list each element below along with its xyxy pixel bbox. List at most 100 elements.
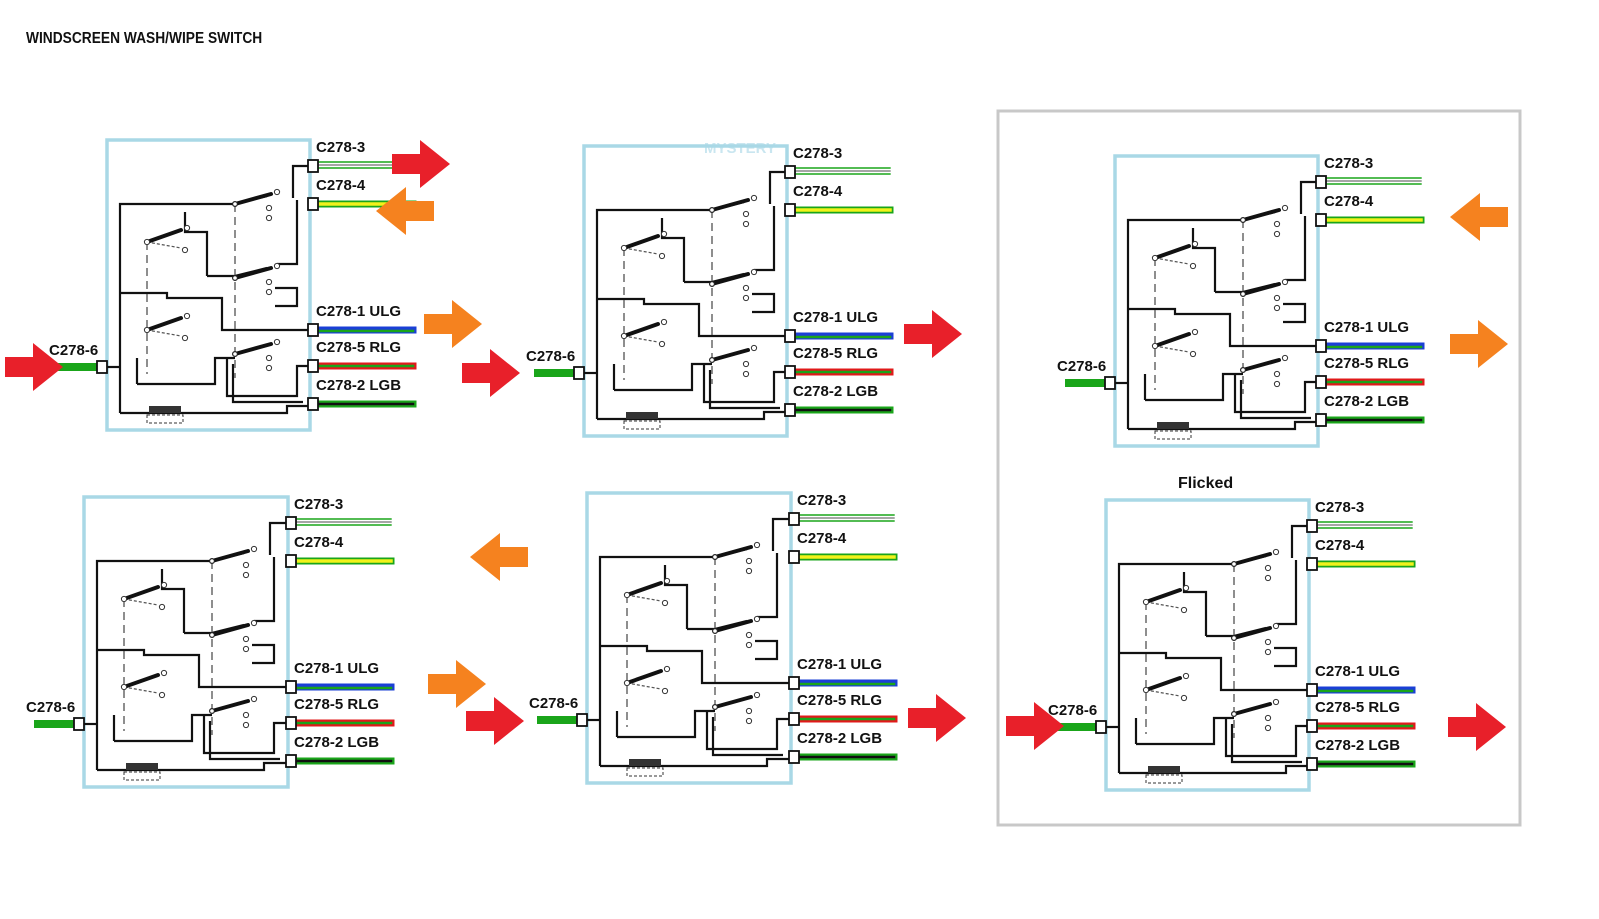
circuit-trace xyxy=(137,356,235,386)
switch-contact-lower xyxy=(711,691,761,725)
switch-contact-middle xyxy=(232,262,281,296)
circuit-trace xyxy=(120,404,317,415)
contact-dot xyxy=(181,246,189,254)
cam-switch xyxy=(1142,672,1190,702)
contact-dot xyxy=(181,334,189,342)
contact-dot xyxy=(1281,204,1289,212)
contact-dot xyxy=(250,545,258,553)
contact-dot xyxy=(745,631,753,639)
contact-dot xyxy=(1191,240,1199,248)
switch-lever xyxy=(210,549,250,563)
contact-dot xyxy=(750,194,758,202)
connector-label: C278-6 xyxy=(1048,702,1097,719)
connector-pin xyxy=(788,512,800,526)
connector-label: C278-4 xyxy=(294,534,344,551)
connector-label: C278-1 ULG xyxy=(797,656,882,673)
circuit-trace xyxy=(1233,374,1324,414)
connector-pin xyxy=(307,397,319,411)
contact-dot xyxy=(242,635,250,643)
cam-lever xyxy=(1144,588,1182,604)
connector-pin xyxy=(96,360,108,374)
circuit-trace xyxy=(1182,572,1208,636)
contact-dot xyxy=(745,717,753,725)
connector-label: C278-3 xyxy=(316,139,365,156)
connector-label: C278-1 ULG xyxy=(793,309,878,326)
contact-dot xyxy=(745,707,753,715)
cam-switch xyxy=(120,581,168,611)
connector-pin xyxy=(285,716,297,730)
connector-pin xyxy=(1306,683,1318,697)
contact-dot xyxy=(242,571,250,579)
connector-pin xyxy=(307,197,319,211)
connector-pin xyxy=(788,712,800,726)
mystery-watermark: MYSTERY xyxy=(704,140,776,157)
contact-dot xyxy=(1273,220,1281,228)
circuit-trace xyxy=(120,291,235,332)
connector-label: C278-2 LGB xyxy=(1324,393,1409,410)
switch-lever xyxy=(1241,208,1281,222)
contact-dot xyxy=(742,210,750,218)
resistor-element xyxy=(626,412,658,419)
circuit-trace xyxy=(617,709,715,739)
connector-pin xyxy=(784,365,796,379)
contact-dot xyxy=(250,695,258,703)
contact-dot xyxy=(742,284,750,292)
cam-switch xyxy=(623,577,671,607)
contact-dot xyxy=(1142,598,1150,606)
circuit-trace xyxy=(1128,307,1243,348)
circuit-trace xyxy=(663,565,689,629)
contact-dot xyxy=(1272,698,1280,706)
pivot-dot xyxy=(708,357,715,364)
contact-dot xyxy=(183,312,191,320)
flow-arrow-red xyxy=(466,697,524,745)
resistor-element xyxy=(149,406,181,413)
flow-arrow-orange xyxy=(424,300,482,348)
pivot-dot xyxy=(711,703,718,710)
resistor-outline xyxy=(123,771,161,781)
connector-label: C278-5 RLG xyxy=(797,692,882,709)
contact-dot xyxy=(750,268,758,276)
connector-label: C278-3 xyxy=(793,145,842,162)
pivot-dot xyxy=(1230,560,1237,567)
pivot-dot xyxy=(708,207,715,214)
flow-arrow-red xyxy=(904,310,962,358)
switch-housing-box xyxy=(1104,498,1311,792)
contact-dot xyxy=(1182,584,1190,592)
resistor-outline xyxy=(1145,774,1183,784)
switch-housing-box xyxy=(82,495,290,789)
contact-dot xyxy=(265,288,273,296)
cam-spring xyxy=(1145,689,1181,697)
connector-pin xyxy=(285,680,297,694)
cam-switch xyxy=(623,665,671,695)
connector-pin xyxy=(784,165,796,179)
pivot-dot xyxy=(708,281,715,288)
resistor-element xyxy=(1148,766,1180,773)
resistor-element xyxy=(1157,422,1189,429)
contact-dot xyxy=(1189,350,1197,358)
contact-dot xyxy=(742,360,750,368)
connector-label: C278-3 xyxy=(294,496,343,513)
flow-arrow-red xyxy=(908,694,966,742)
connector-label: C278-6 xyxy=(26,699,75,716)
contact-dot xyxy=(742,294,750,302)
contact-dot xyxy=(623,591,631,599)
contact-dot xyxy=(658,252,666,260)
connector-label: C278-4 xyxy=(1315,537,1365,554)
contact-dot xyxy=(750,344,758,352)
circuit-trace xyxy=(595,200,745,419)
cam-lever xyxy=(145,316,183,332)
connector-pin xyxy=(784,329,796,343)
cam-spring xyxy=(146,329,182,337)
contact-dot xyxy=(745,567,753,575)
cam-switch xyxy=(143,312,191,342)
contact-dot xyxy=(160,669,168,677)
connector-pin xyxy=(1306,757,1318,771)
flow-arrow-orange xyxy=(1450,193,1508,241)
connector-pin xyxy=(73,717,85,731)
contact-dot xyxy=(242,561,250,569)
connector-label: C278-2 LGB xyxy=(797,730,882,747)
switch-lever xyxy=(233,266,273,280)
switch-lever xyxy=(713,619,753,633)
